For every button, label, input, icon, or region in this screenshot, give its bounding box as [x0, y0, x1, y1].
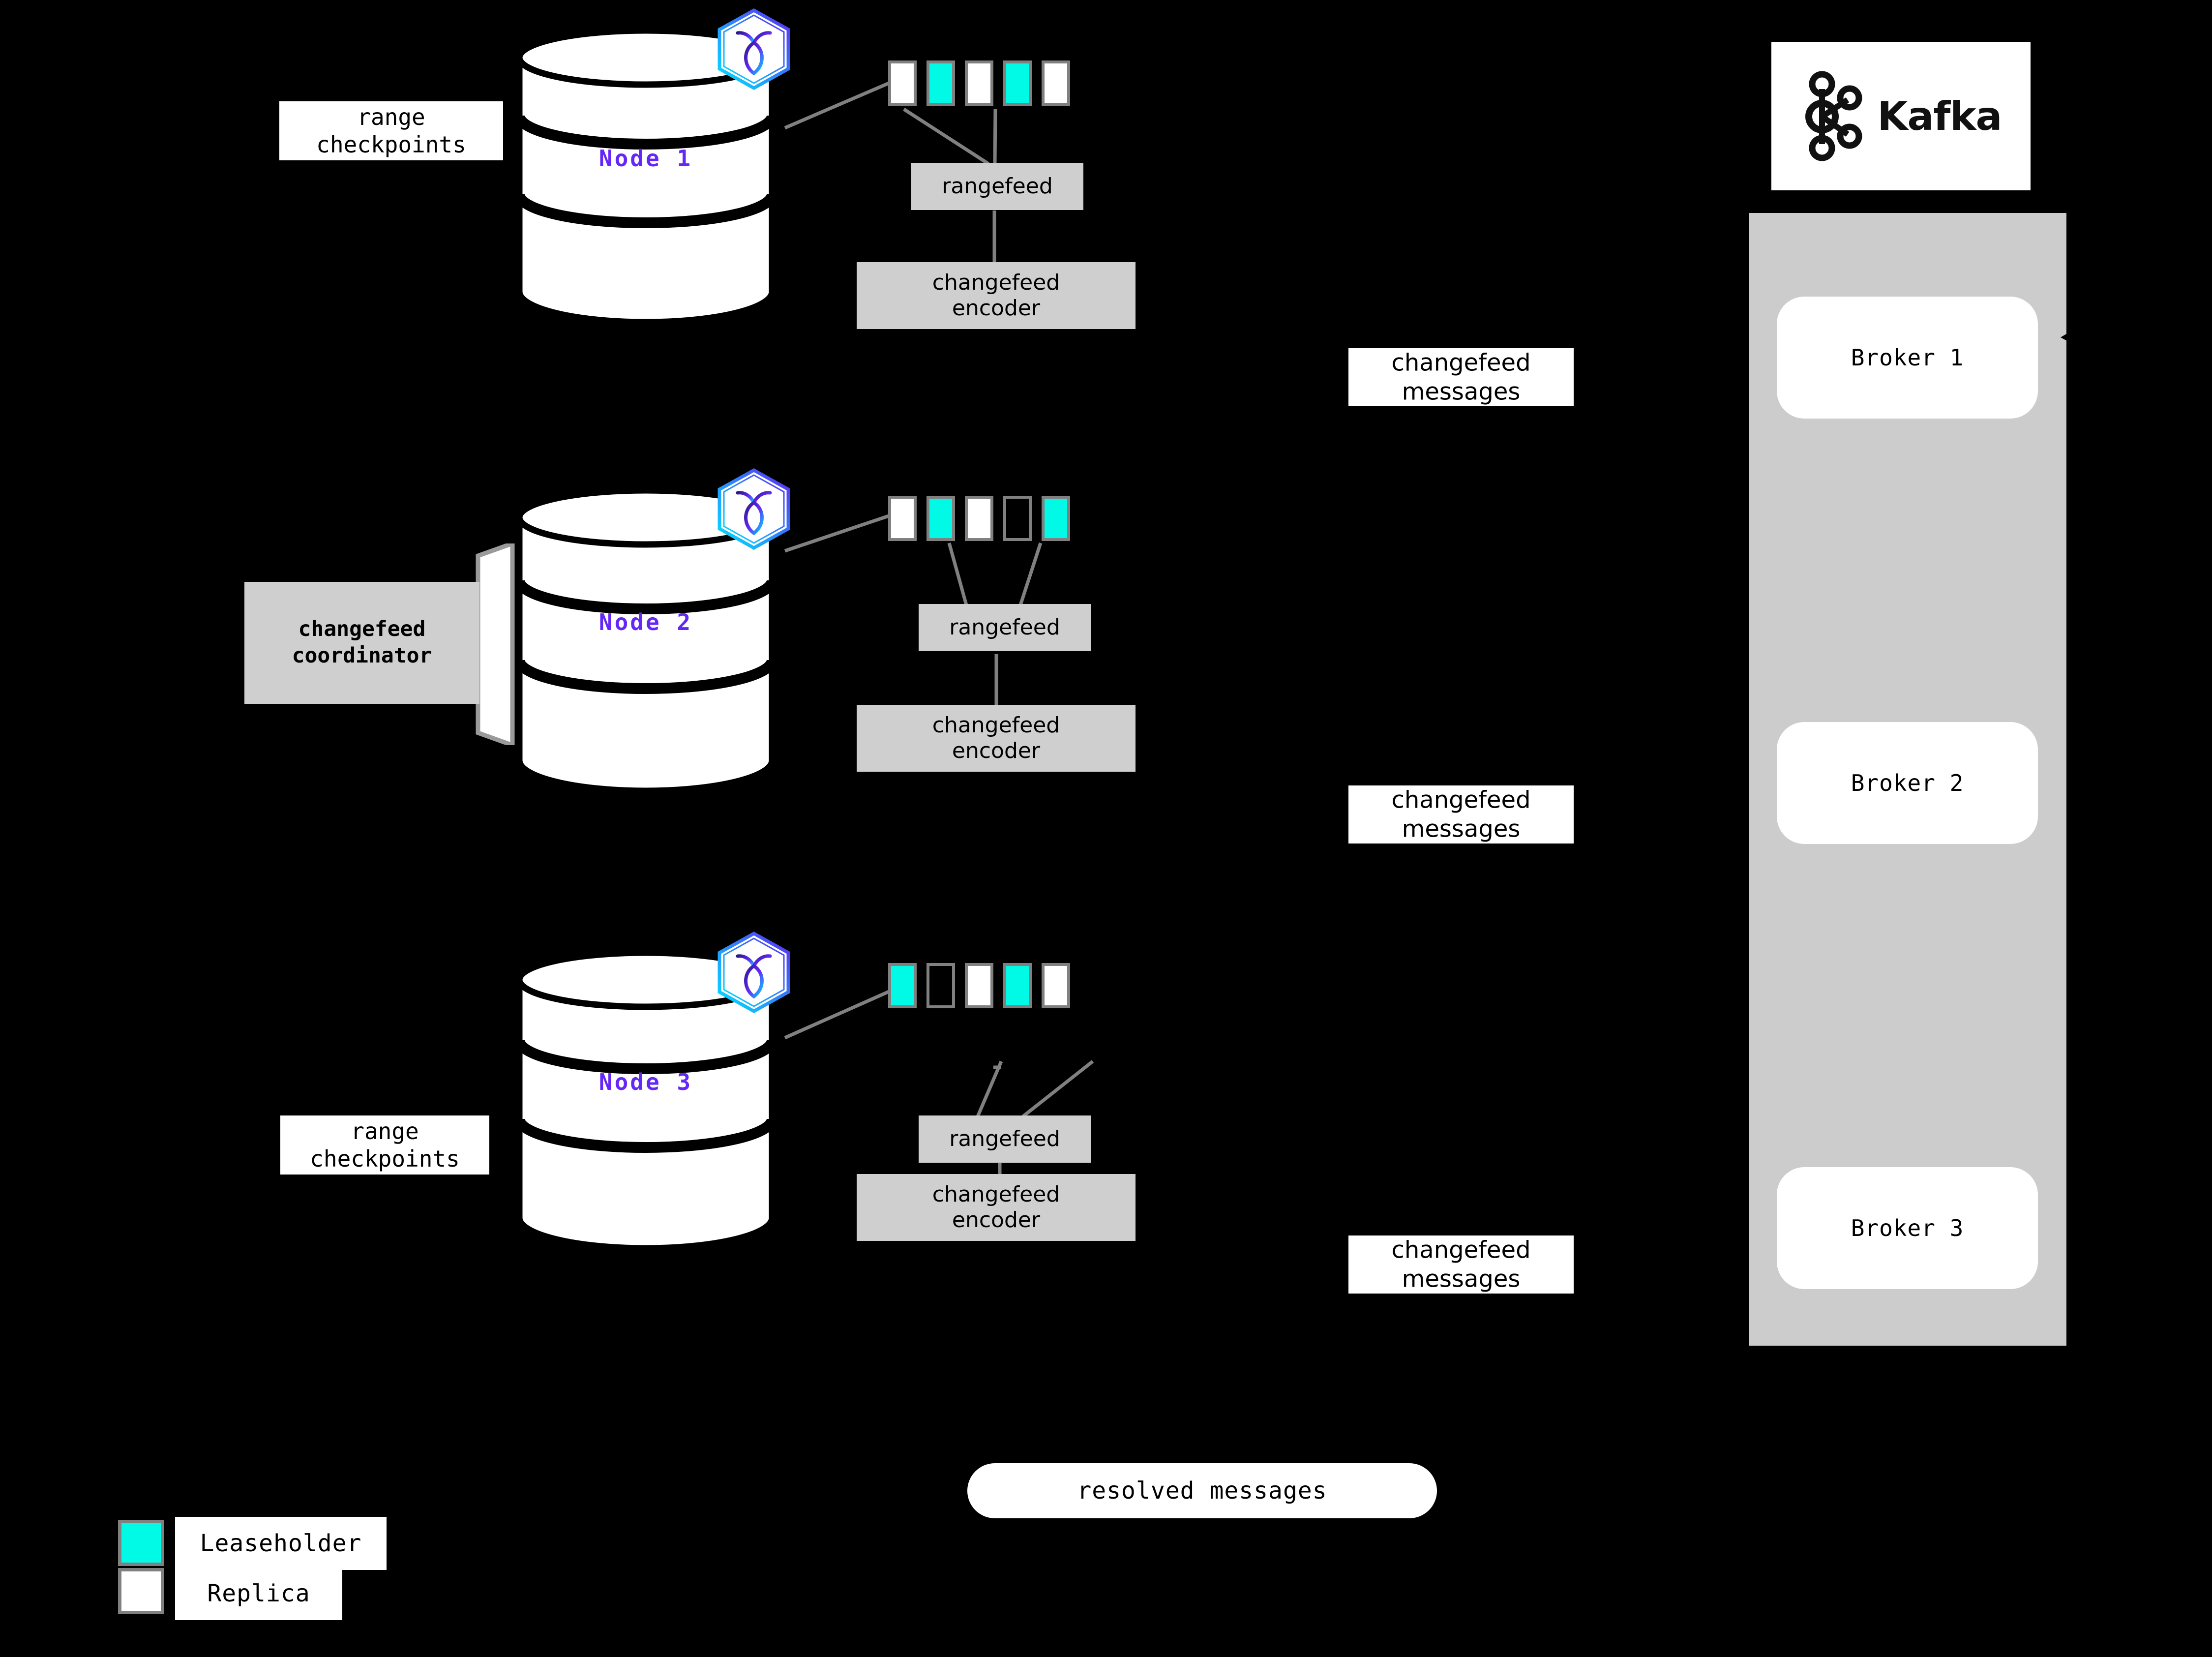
coordinator-line2: coordinator: [292, 643, 432, 668]
node-1-encoder-box[interactable]: changefeed encoder: [857, 262, 1136, 329]
node-3-changefeed-messages-label: changefeed messages: [1348, 1235, 1574, 1294]
node-1-range-2-leaseholder[interactable]: [927, 60, 955, 106]
node-2-range-2-leaseholder[interactable]: [927, 496, 955, 541]
node-1-messages-line1: changefeed: [1391, 349, 1531, 377]
legend-swatch-replica: [118, 1568, 164, 1614]
kafka-logo: Kafka: [1771, 42, 2031, 190]
node-2-messages-line1: changefeed: [1391, 786, 1531, 814]
node-1-label: Node 1: [598, 145, 693, 172]
node-1-ranges: [888, 60, 1070, 106]
node-1-encoder-line1: changefeed: [932, 270, 1060, 296]
node-3-encoder-line2: encoder: [952, 1207, 1041, 1233]
resolved-messages-pill: resolved messages: [967, 1463, 1437, 1518]
node-1-messages-line2: messages: [1402, 378, 1521, 405]
node-3-rangefeed-box[interactable]: rangefeed: [919, 1115, 1091, 1163]
broker-1-inbound-arrow: [2061, 328, 2077, 346]
legend-label-replica: Replica: [175, 1567, 342, 1620]
node-3-encoder-box[interactable]: changefeed encoder: [857, 1174, 1136, 1241]
node-3-range-checkpoints-label: range checkpoints: [280, 1115, 489, 1175]
node-1-cylinder: Node 1: [515, 27, 776, 322]
node-2-changefeed-messages-label: changefeed messages: [1348, 785, 1574, 844]
kafka-network-icon: [1800, 69, 1867, 163]
node-2-range-5-leaseholder[interactable]: [1042, 496, 1070, 541]
node-3-range-1-leaseholder[interactable]: [888, 963, 917, 1008]
resolved-messages-label: resolved messages: [1077, 1477, 1327, 1505]
node-2-rangefeed-label: rangefeed: [949, 615, 1060, 640]
cockroachdb-hex-icon: [715, 931, 793, 1014]
node-3-checkpoint-line1: range: [351, 1117, 419, 1145]
cockroachdb-hex-icon: [715, 7, 793, 91]
node-3-cylinder: Node 3: [515, 949, 776, 1249]
node-1-rangefeed-label: rangefeed: [942, 174, 1053, 199]
node-2-encoder-box[interactable]: changefeed encoder: [857, 705, 1136, 772]
legend: Leaseholder Replica: [118, 1517, 423, 1626]
node-2-encoder-line1: changefeed: [932, 713, 1060, 738]
legend-leaseholder-text: Leaseholder: [200, 1530, 362, 1557]
node-3-range-4-leaseholder[interactable]: [1003, 963, 1032, 1008]
node-3-encoder-line1: changefeed: [932, 1182, 1060, 1207]
node-2-ranges: [888, 496, 1070, 541]
node-1-encoder-line2: encoder: [952, 296, 1041, 321]
node-3-label: Node 3: [598, 1069, 693, 1095]
node-3-ranges: [888, 963, 1070, 1008]
broker-1-label: Broker 1: [1851, 344, 1964, 371]
cockroachdb-hex-icon: [715, 467, 793, 551]
legend-replica-text: Replica: [207, 1580, 310, 1607]
broker-2-label: Broker 2: [1851, 770, 1964, 796]
node-2-messages-line2: messages: [1402, 815, 1521, 843]
node-1-checkpoint-line2: checkpoints: [316, 131, 466, 158]
broker-3-label: Broker 3: [1851, 1215, 1964, 1241]
legend-swatch-leaseholder: [118, 1520, 164, 1566]
coordinator-line1: changefeed: [298, 617, 426, 642]
node-3-messages-line1: changefeed: [1391, 1236, 1531, 1264]
changefeed-coordinator[interactable]: changefeed coordinator: [244, 543, 530, 745]
node-1-range-3-replica[interactable]: [965, 60, 993, 106]
kafka-broker-panel: Broker 1 Broker 2 Broker 3: [1749, 213, 2066, 1346]
node-1-range-5-replica[interactable]: [1042, 60, 1070, 106]
node-1-rangefeed-box[interactable]: rangefeed: [911, 163, 1083, 210]
node-1-changefeed-messages-label: changefeed messages: [1348, 348, 1574, 406]
node-2-encoder-line2: encoder: [952, 738, 1041, 763]
node-3-range-3-replica[interactable]: [965, 963, 993, 1008]
node-2-range-4-empty[interactable]: [1003, 496, 1032, 541]
node-3-range-5-replica[interactable]: [1042, 963, 1070, 1008]
changefeed-coordinator-box[interactable]: changefeed coordinator: [244, 582, 479, 704]
node-2-label: Node 2: [598, 609, 693, 635]
node-1-range-1-replica[interactable]: [888, 60, 917, 106]
node-1-range-4-leaseholder[interactable]: [1003, 60, 1032, 106]
node-2-cylinder: Node 2: [515, 487, 776, 792]
node-1-range-checkpoints-label: range checkpoints: [279, 101, 503, 160]
node-3-rangefeed-label: rangefeed: [949, 1126, 1060, 1152]
node-1-checkpoint-line1: range: [357, 103, 425, 130]
legend-label-leaseholder: Leaseholder: [175, 1517, 387, 1570]
node-2-range-3-replica[interactable]: [965, 496, 993, 541]
broker-2[interactable]: Broker 2: [1777, 722, 2038, 844]
node-2-rangefeed-box[interactable]: rangefeed: [919, 604, 1091, 651]
broker-1[interactable]: Broker 1: [1777, 297, 2038, 419]
node-2-range-1-replica[interactable]: [888, 496, 917, 541]
node-3-messages-line2: messages: [1402, 1265, 1521, 1293]
kafka-wordmark: Kafka: [1877, 93, 2003, 139]
broker-3[interactable]: Broker 3: [1777, 1167, 2038, 1289]
node-3-checkpoint-line2: checkpoints: [310, 1145, 460, 1172]
node-3-range-2-empty[interactable]: [927, 963, 955, 1008]
